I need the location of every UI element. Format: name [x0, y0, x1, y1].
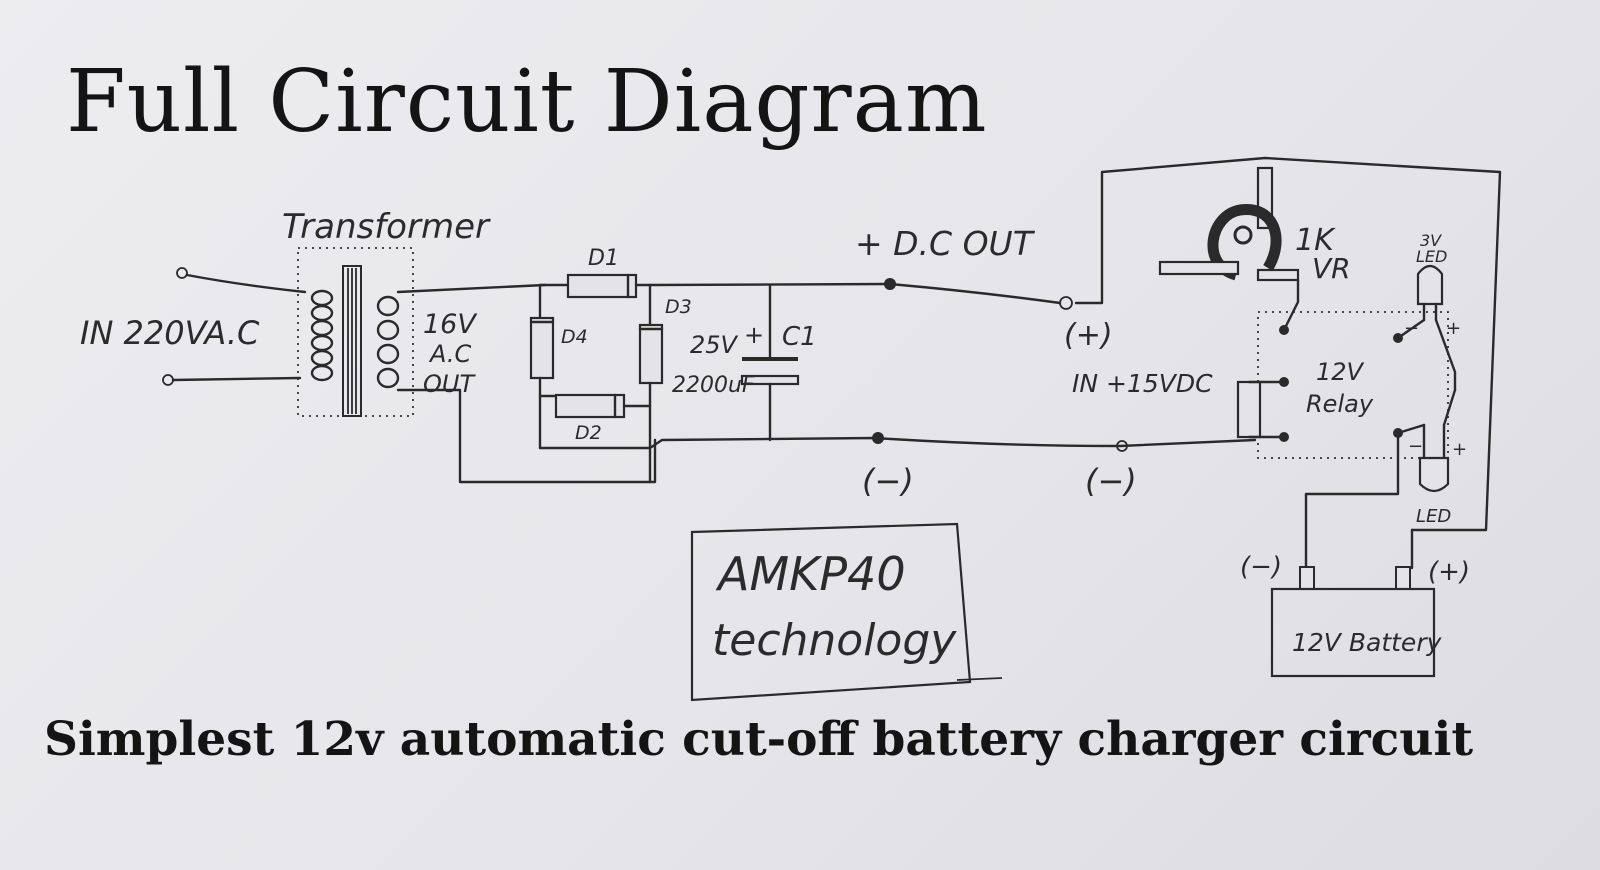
capacitor-c1 [740, 283, 800, 442]
led-bottom-minus: − [1408, 436, 1423, 457]
led-bottom [1396, 388, 1457, 493]
relay-in-negative-terminal [1116, 440, 1128, 452]
ac-input-terminal-top [176, 267, 188, 279]
ac-input-terminal-bottom [162, 374, 174, 386]
minus-right-label: (−) [1085, 462, 1137, 500]
upper-loop-wire [1074, 156, 1502, 532]
capacitor-name-label: C1 [782, 322, 817, 352]
brand-subtitle: technology [712, 615, 957, 666]
relay-in-positive-terminal [1059, 296, 1073, 310]
brand-box [690, 522, 1003, 702]
vr-label: VR [1312, 252, 1351, 285]
capacitor-value-label: 2200uF [672, 373, 755, 398]
diode-d2-label: D2 [575, 422, 602, 444]
led-top-label: LED [1416, 247, 1447, 266]
led-top [1396, 264, 1457, 392]
led-top-plus: + [1446, 318, 1461, 339]
capacitor-voltage-label: 25V [690, 331, 739, 359]
battery-negative-wire [1304, 431, 1400, 570]
diode-d4-label: D4 [561, 326, 588, 348]
secondary-bottom-wire [396, 388, 657, 484]
battery-minus-label: (−) [1240, 552, 1282, 582]
minus-left-label: (−) [862, 462, 914, 500]
dc-out-positive-terminal [884, 278, 896, 290]
page-title: Full Circuit Diagram [66, 52, 988, 152]
dc-positive-rail [648, 282, 1062, 305]
led-bottom-label: LED [1416, 506, 1451, 527]
led-top-voltage-label: 3V [1420, 231, 1442, 250]
dc-negative-rail [648, 436, 1257, 450]
variable-resistor-1k [1158, 166, 1300, 332]
transformer-label: Transformer [282, 207, 491, 247]
input-wire-bottom [171, 376, 302, 382]
relay-voltage-label: 12V [1316, 358, 1365, 386]
relay-name-label: Relay [1306, 390, 1374, 418]
led-bottom-plus: + [1452, 439, 1467, 460]
dc-out-label: + D.C OUT [855, 224, 1036, 263]
transformer-symbol [297, 247, 414, 417]
bridge-rectifier [529, 273, 664, 484]
battery-label: 12V Battery [1292, 628, 1443, 657]
input-wire-top [185, 273, 307, 294]
secondary-out-label: OUT [423, 370, 476, 398]
vr-value-label: 1K [1295, 223, 1336, 258]
diode-d1-label: D1 [588, 246, 619, 271]
page-subtitle: Simplest 12v automatic cut-off battery c… [44, 712, 1474, 767]
capacitor-plus-sign: + [744, 321, 764, 349]
input-voltage-label: IN 220VA.C [80, 314, 260, 352]
diode-d3-label: D3 [665, 296, 692, 318]
battery-plus-label: (+) [1428, 557, 1470, 587]
secondary-ac-label: A.C [428, 340, 471, 368]
secondary-top-wire [396, 283, 547, 294]
brand-name: AMKP40 [715, 547, 906, 601]
dc-out-negative-terminal [872, 432, 884, 444]
battery-12v [1270, 566, 1436, 678]
led-top-minus: − [1404, 318, 1419, 339]
secondary-voltage-label: 16V [423, 309, 478, 340]
in-15vdc-label: IN +15VDC [1072, 369, 1213, 398]
plus-input-label: (+) [1064, 318, 1113, 353]
